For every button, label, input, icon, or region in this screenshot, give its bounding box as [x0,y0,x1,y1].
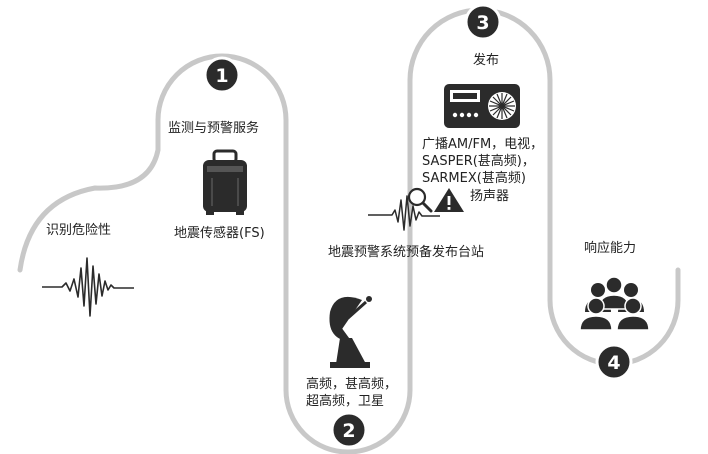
step-4-number: 4 [607,352,620,374]
transmission-label-line1: 高频，甚高频， [306,377,398,392]
radio-icon [444,84,520,128]
step-1-number: 1 [215,65,228,87]
warning-icon [434,188,464,212]
response-label: 响应能力 [584,241,637,256]
seismic-wave-icon [42,257,134,317]
transmission-label-line2: 超高频，卫星 [306,394,385,409]
monitoring-label: 监测与预警服务 [168,121,260,136]
step-3-number: 3 [476,12,489,34]
hazard-label: 识别危险性 [46,223,112,238]
step-1-badge: 1 [203,56,241,94]
step-2-number: 2 [342,420,355,442]
satellite-dish-icon [329,296,372,368]
channels-line-4: 扬声器 [470,189,510,204]
magnifier-wave-icon [368,187,440,231]
seismic-sensor-icon [203,149,247,215]
step-4-badge: 4 [595,343,633,381]
step-3-badge: 3 [464,3,502,41]
sensor-label: 地震传感器(FS) [174,226,265,241]
channels-line-1: 广播AM/FM，电视， [422,137,544,152]
step-2-badge: 2 [330,411,368,449]
process-path [17,7,681,454]
people-group-icon [579,276,650,331]
dissemination-label: 发布 [472,53,500,68]
channels-line-2: SASPER(甚高频)， [422,154,535,169]
channels-line-3: SARMEX(甚高频) [422,171,526,186]
station-label: 地震预警系统预备发布台站 [328,245,485,260]
